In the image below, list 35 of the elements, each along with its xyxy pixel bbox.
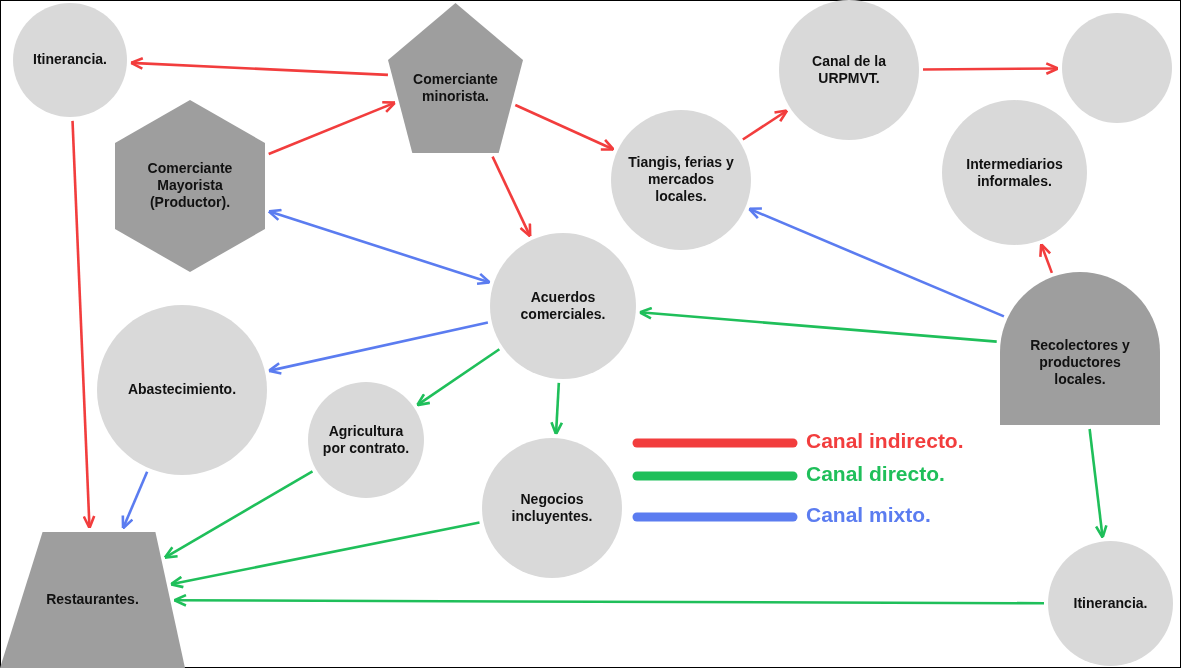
node-label: Tiangis, ferias y mercados locales. [627, 154, 735, 206]
arrow [163, 470, 314, 559]
arrow [491, 156, 532, 238]
arrow [169, 521, 480, 589]
arrow [922, 62, 1060, 76]
arrow [172, 593, 1044, 607]
arrow [550, 382, 564, 436]
node-label: Canal de la URPMVT. [811, 52, 887, 88]
arrow [747, 207, 1005, 318]
arrow [514, 103, 615, 151]
arrow [638, 306, 997, 343]
node-label: Comerciante minorista. [412, 70, 499, 106]
arrow [267, 321, 489, 375]
arrow [71, 120, 96, 530]
node-label: Recolectores y productores locales. [1029, 336, 1131, 389]
node-label: Itinerancia. [32, 51, 108, 69]
legend-label: Canal mixto. [806, 503, 931, 527]
node-label: Comerciante Mayorista (Productor). [146, 160, 234, 212]
arrow [268, 100, 397, 156]
node-label: Itinerancia. [1072, 594, 1149, 613]
node-label: Intermediarios informales. [965, 155, 1064, 190]
arrow [415, 348, 501, 407]
node-label: Acuerdos comerciales. [519, 288, 607, 324]
legend-label: Canal directo. [806, 462, 945, 486]
arrow [1088, 428, 1108, 539]
arrow [121, 471, 149, 530]
arrow [1039, 242, 1054, 274]
legend-label: Canal indirecto. [806, 429, 964, 453]
node-label: Negocios incluyentes. [510, 490, 594, 526]
node-label: Agricultura por contrato. [321, 422, 411, 458]
node-label: Restaurantes. [45, 591, 140, 609]
arrow [267, 208, 492, 286]
arrow [742, 109, 789, 141]
node-label: Abastecimiento. [126, 381, 238, 399]
arrow [129, 56, 388, 77]
